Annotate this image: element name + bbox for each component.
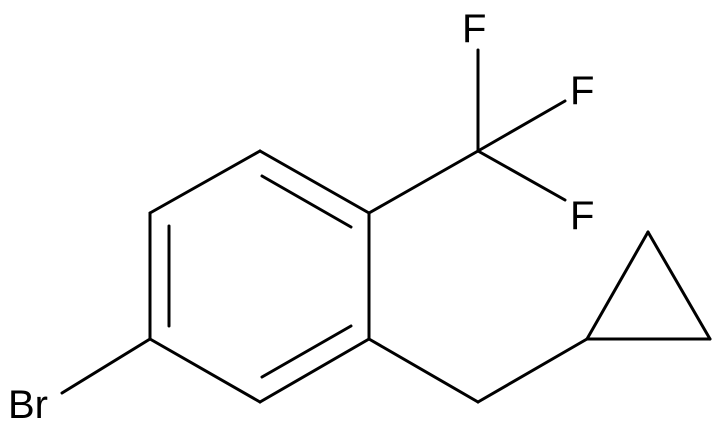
ring-bond-4: [148, 337, 262, 404]
ring-bond-3: [258, 337, 371, 404]
ring-bond-1: [258, 149, 371, 215]
fluorine-label-2: F: [570, 69, 594, 113]
trifluoromethyl-group: F F F: [367, 7, 594, 238]
cyclopropyl-bond-1: [585, 230, 650, 341]
bromine-label: Br: [8, 383, 48, 426]
cyclopropylmethyl-group: [367, 230, 712, 404]
ring-bond-6: [148, 149, 262, 215]
c-br-bond: [60, 337, 152, 395]
c-cf3-bond: [367, 149, 480, 215]
ch2-cyclopropyl-bond: [476, 337, 589, 404]
c-f-bond-3: [476, 149, 567, 202]
c-f-bond-2: [476, 99, 567, 153]
ring-double-bond-inner-2: [260, 324, 353, 379]
ring-ch2-bond: [367, 337, 480, 404]
cyclopropyl-bond-2: [646, 230, 712, 341]
ring-double-bond-inner-1: [260, 174, 353, 229]
benzene-ring: [148, 149, 371, 404]
fluorine-label-3: F: [570, 194, 594, 238]
fluorine-label-1: F: [462, 7, 486, 51]
